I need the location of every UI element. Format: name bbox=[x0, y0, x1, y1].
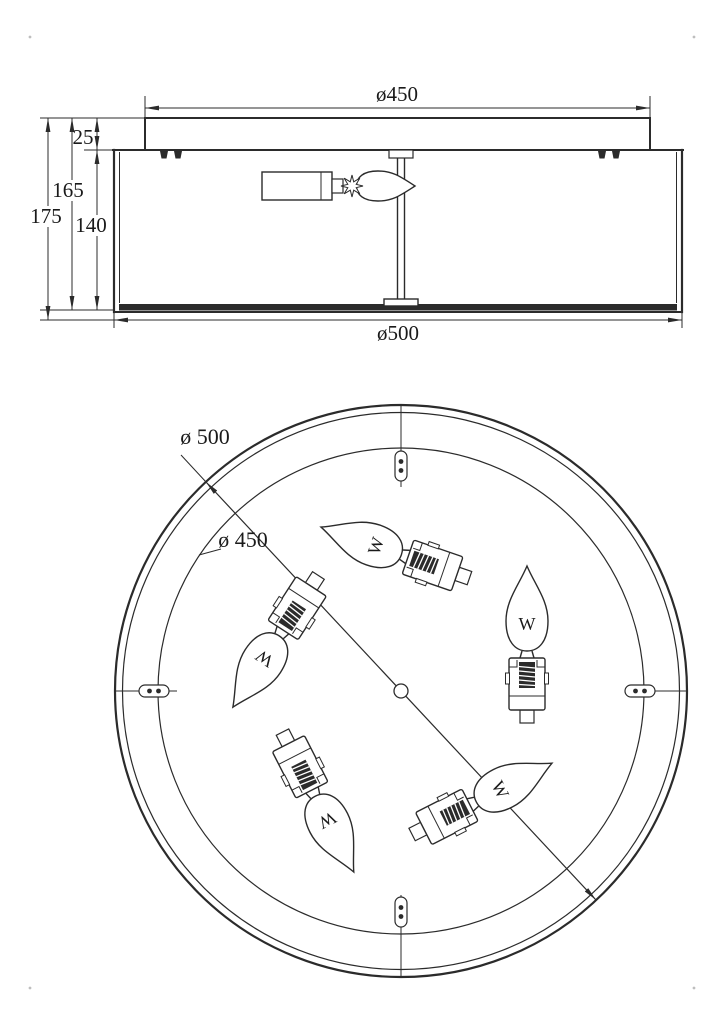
label-mask bbox=[27, 206, 65, 227]
drum-outline bbox=[112, 148, 684, 314]
center-hole bbox=[393, 683, 409, 699]
bottom-rim bbox=[119, 304, 677, 311]
dim-label-inner-height: 165 bbox=[52, 178, 84, 202]
filament-star-icon bbox=[340, 174, 364, 198]
label-mask bbox=[74, 215, 109, 236]
dim-label-drum-height: 140 bbox=[75, 213, 107, 237]
socket-and-bulb-side bbox=[261, 170, 417, 202]
dim-label-plan-outer-diameter: ø 500 bbox=[180, 424, 230, 449]
corner-marks bbox=[28, 35, 696, 990]
dimension-bottom-diameter: ø500 bbox=[113, 313, 683, 345]
label-mask bbox=[49, 180, 87, 201]
dimension-heights: 25 165 175 140 bbox=[27, 117, 145, 321]
dim-label-canopy-height: 25 bbox=[73, 125, 94, 149]
mounting-clip-bottom bbox=[394, 896, 408, 928]
dimension-plan-inner-diameter: ø 450 bbox=[198, 527, 268, 556]
stem-base bbox=[383, 298, 419, 307]
bottom-plan-view: ø 500 ø 450 bbox=[113, 403, 689, 979]
dim-label-total-height: 175 bbox=[30, 204, 62, 228]
mounting-clip-left bbox=[138, 684, 170, 698]
side-elevation-view: ø450 25 165 175 140 ø500 bbox=[27, 82, 684, 345]
dimension-top-diameter: ø450 bbox=[144, 82, 651, 117]
mounting-clip-top bbox=[394, 450, 408, 482]
dim-label-plan-inner-diameter: ø 450 bbox=[218, 527, 268, 552]
dim-label-top-diameter: ø450 bbox=[376, 82, 418, 106]
dim-label-bottom-diameter: ø500 bbox=[377, 321, 419, 345]
stem-hub bbox=[388, 149, 414, 159]
bulb-side-view bbox=[355, 170, 417, 202]
canopy-outline bbox=[144, 117, 651, 151]
mounting-clip-right bbox=[624, 684, 656, 698]
